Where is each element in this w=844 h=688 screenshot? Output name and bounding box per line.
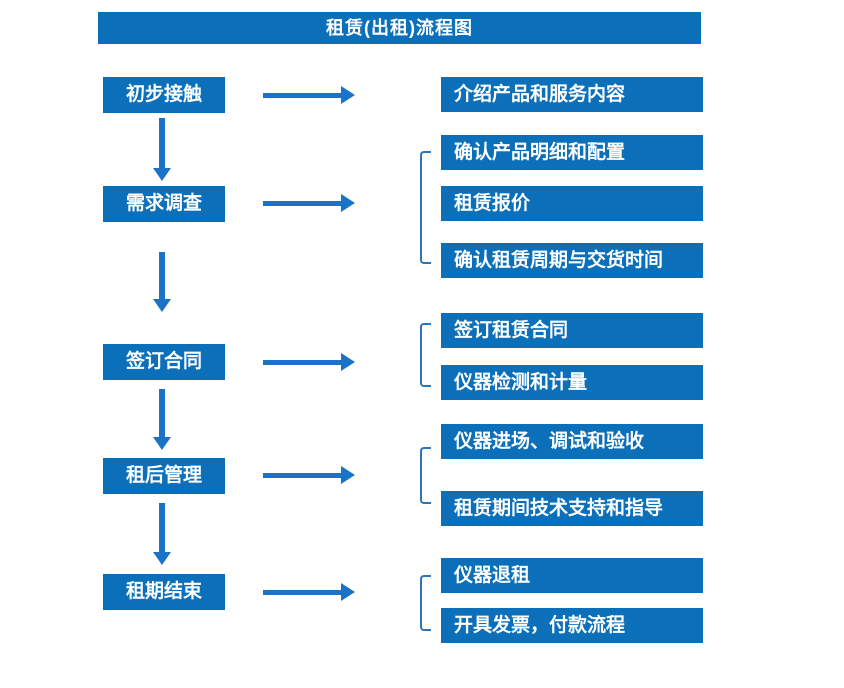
detail-instrument-setup: 仪器进场、调试和验收 [441, 424, 703, 459]
step-post-rental-management: 租后管理 [103, 458, 225, 494]
step-demand-survey: 需求调查 [103, 186, 225, 222]
step-rental-end: 租期结束 [103, 574, 225, 610]
bracket-group-rental-end [420, 575, 431, 631]
detail-instrument-testing: 仪器检测和计量 [441, 365, 703, 400]
detail-instrument-return: 仪器退租 [441, 558, 703, 593]
arrow-down-icon-4 [153, 503, 171, 565]
arrow-down-icon-1 [153, 118, 171, 181]
detail-introduce-products: 介绍产品和服务内容 [441, 77, 703, 112]
step-sign-contract: 签订合同 [103, 344, 225, 380]
detail-rental-quote: 租赁报价 [441, 186, 703, 221]
arrow-down-icon-3 [153, 389, 171, 450]
bracket-group-demand-survey [420, 151, 431, 264]
detail-tech-support: 租赁期间技术支持和指导 [441, 491, 703, 526]
detail-confirm-product-details: 确认产品明细和配置 [441, 135, 703, 170]
detail-invoice-payment: 开具发票，付款流程 [441, 608, 703, 643]
arrow-right-icon-5 [263, 583, 355, 601]
step-initial-contact: 初步接触 [103, 77, 225, 113]
bracket-group-post-rental [420, 447, 431, 504]
detail-sign-rental-contract: 签订租赁合同 [441, 313, 703, 348]
page-title: 租赁(出租)流程图 [98, 12, 701, 44]
detail-confirm-rental-period: 确认租赁周期与交货时间 [441, 243, 703, 278]
arrow-right-icon-3 [263, 353, 355, 371]
arrow-right-icon-2 [263, 194, 355, 212]
bracket-group-sign-contract [420, 323, 431, 387]
arrow-right-icon-4 [263, 466, 355, 484]
arrow-right-icon-1 [263, 86, 355, 104]
arrow-down-icon-2 [153, 252, 171, 312]
